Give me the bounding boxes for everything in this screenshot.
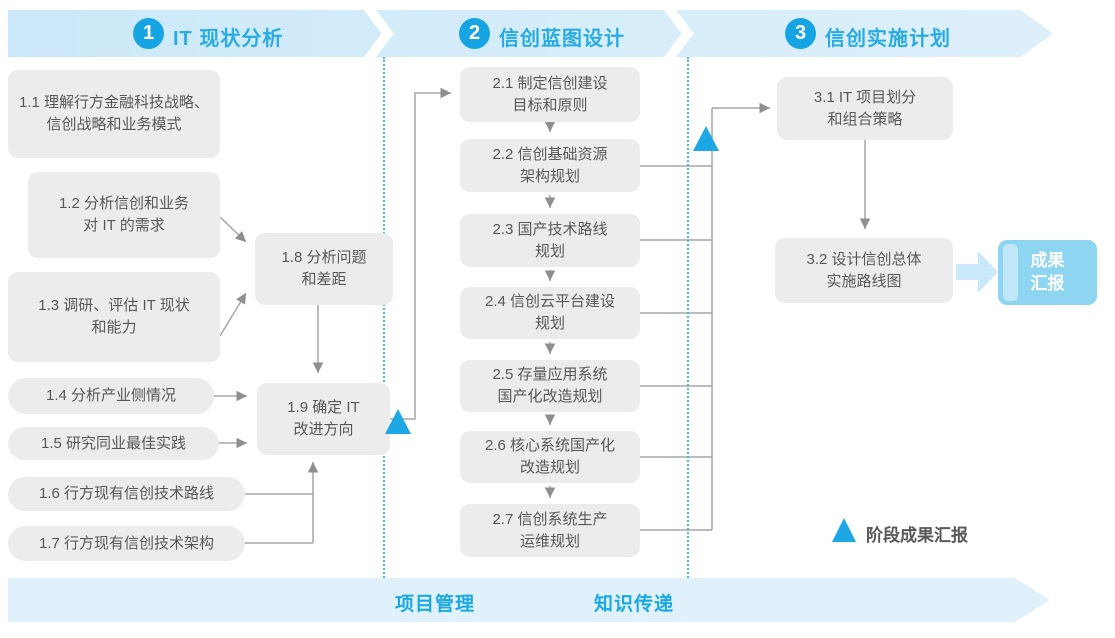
milestone-triangle-icon bbox=[693, 126, 719, 151]
phase-separator-2-3 bbox=[687, 57, 689, 578]
phase-2-number: 2 bbox=[468, 22, 481, 44]
phase-3-title: 信创实施计划 bbox=[825, 28, 951, 50]
task-box-1-8: 1.8 分析问题 和差距 bbox=[255, 233, 393, 305]
phase-2-number-badge: 2 bbox=[459, 18, 490, 49]
task-box-1-2: 1.2 分析信创和业务 对 IT 的需求 bbox=[28, 172, 220, 258]
bottom-banner bbox=[8, 578, 1050, 622]
result-box: 成果 汇报 bbox=[998, 240, 1097, 305]
milestone-triangle-icon bbox=[385, 409, 411, 434]
task-box-1-4: 1.4 分析产业侧情况 bbox=[8, 378, 214, 414]
phase-3-number-badge: 3 bbox=[785, 18, 816, 49]
phase-1-title: IT 现状分析 bbox=[173, 28, 284, 50]
legend-label: 阶段成果汇报 bbox=[866, 526, 968, 545]
result-box-stripe bbox=[1003, 244, 1018, 301]
legend-triangle-icon bbox=[832, 518, 856, 542]
task-box-1-5: 1.5 研究同业最佳实践 bbox=[8, 427, 219, 460]
task-box-2-6: 2.6 核心系统国产化 改造规划 bbox=[460, 431, 640, 483]
top-phase-banner bbox=[8, 10, 1053, 57]
phase-1-number-badge: 1 bbox=[133, 18, 164, 49]
phase-3-number: 3 bbox=[794, 22, 807, 44]
footer-label-knowledge-transfer: 知识传递 bbox=[594, 594, 675, 615]
task-box-2-7: 2.7 信创系统生产 运维规划 bbox=[460, 504, 640, 557]
task-box-2-5: 2.5 存量应用系统 国产化改造规划 bbox=[460, 360, 640, 412]
task-box-1-7: 1.7 行方现有信创技术架构 bbox=[8, 526, 245, 561]
task-box-2-2: 2.2 信创基础资源 架构规划 bbox=[460, 139, 640, 192]
task-box-1-1: 1.1 理解行方金融科技战略、 信创战略和业务模式 bbox=[8, 70, 220, 158]
task-box-3-2: 3.2 设计信创总体 实施路线图 bbox=[775, 238, 953, 303]
result-box-label: 成果 汇报 bbox=[1030, 250, 1065, 293]
task-box-2-3: 2.3 国产技术路线 规划 bbox=[460, 214, 640, 267]
phase-2-title: 信创蓝图设计 bbox=[499, 28, 625, 50]
task-box-2-4: 2.4 信创云平台建设 规划 bbox=[460, 287, 640, 339]
task-box-1-6: 1.6 行方现有信创技术路线 bbox=[8, 477, 245, 511]
phase-1-number: 1 bbox=[142, 22, 155, 44]
task-box-1-3: 1.3 调研、评估 IT 现状 和能力 bbox=[8, 272, 220, 362]
task-box-3-1: 3.1 IT 项目划分 和组合策略 bbox=[777, 77, 953, 140]
task-box-1-9: 1.9 确定 IT 改进方向 bbox=[257, 383, 390, 455]
footer-label-project-management: 项目管理 bbox=[395, 594, 476, 615]
task-box-2-1: 2.1 制定信创建设 目标和原则 bbox=[460, 67, 640, 122]
phase-separator-1-2 bbox=[383, 57, 385, 578]
